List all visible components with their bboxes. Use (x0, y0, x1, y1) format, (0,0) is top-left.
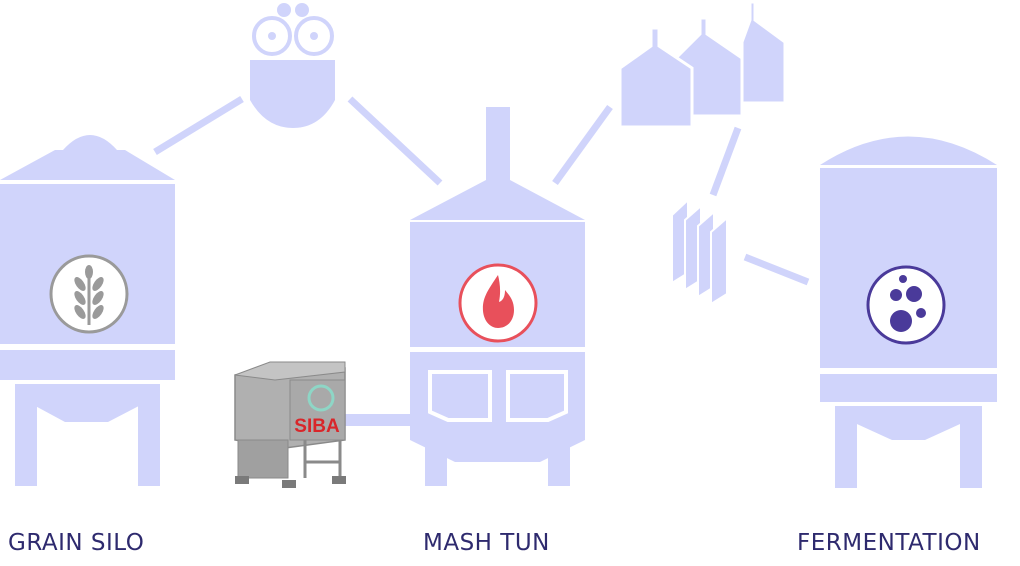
fermentation-label: FERMENTATION (797, 530, 981, 556)
flame-icon (458, 263, 538, 343)
connector-filter-fermenter (743, 253, 810, 286)
machine-brand-label: SIBA (294, 416, 340, 437)
connector-silo-mill (153, 96, 244, 155)
connector-mashtun-kettles (552, 104, 613, 186)
siba-machine: SIBA (234, 361, 346, 488)
filter-plates (671, 197, 728, 306)
kettle-group (618, 0, 787, 129)
kettle-back (740, 0, 787, 105)
wheat-icon (49, 254, 129, 334)
grain-mill (250, 3, 335, 128)
grain-silo-label: GRAIN SILO (8, 530, 145, 556)
bubbles-icon (866, 265, 946, 345)
kettle-front (618, 26, 694, 129)
machine-emblem-icon (307, 384, 335, 412)
mash-tun-doors (428, 370, 568, 422)
connector-lines (153, 96, 810, 426)
connector-mill-mashtun (347, 96, 443, 186)
mash-tun-label: MASH TUN (423, 530, 550, 556)
connector-kettles-filter (709, 126, 742, 197)
mash-tun-vessel (410, 107, 585, 486)
